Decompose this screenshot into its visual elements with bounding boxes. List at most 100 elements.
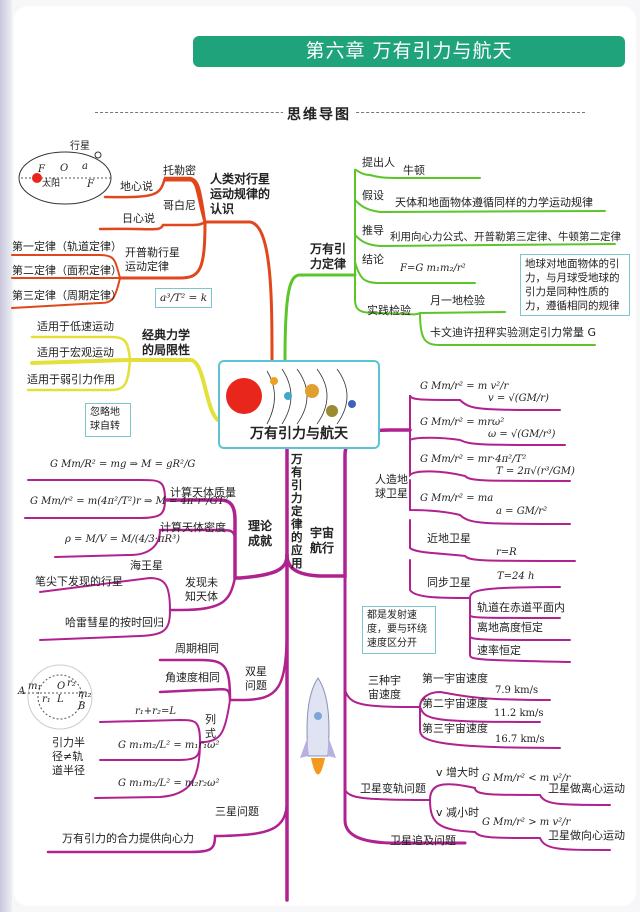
application-title: 万有引力定律的应用 <box>291 452 303 570</box>
geostationary-label: 同步卫星 <box>427 576 471 589</box>
copernicus-label: 哥白尼 <box>163 199 196 212</box>
history-title: 人类对行星运动规律的认识 <box>210 172 271 216</box>
theory-title: 理论成就 <box>248 519 273 548</box>
ignore-rotation-note: 忽略地球自转 <box>85 403 131 437</box>
conclusion-label: 结论 <box>362 253 384 266</box>
solar-system-icon <box>226 368 356 425</box>
sun-icon <box>32 173 42 183</box>
satellite-equation: G Mm/r² = m v²/r <box>420 381 509 392</box>
diagram-label: r₂ <box>67 678 76 689</box>
radius-note: 引力半径≠轨道半径 <box>52 736 85 777</box>
triple-desc: 万有引力的合力提供向心力 <box>62 832 194 845</box>
hypothesis-value: 天体和地面物体遵循同样的力学运动规律 <box>395 196 593 209</box>
planet-icon <box>94 151 102 159</box>
law-note: 地球对地面物体的引力，与月球受地球的引力是同种性质的力，遵循相同的规律 <box>520 254 630 316</box>
cosmic-velocity-name: 第三宇宙速度 <box>422 722 488 735</box>
sun-label: 太阳 <box>42 179 61 189</box>
satellite-equation: G Mm/r² = ma <box>420 493 494 504</box>
central-topic: 万有引力与航天 <box>218 360 380 449</box>
diagram-label: m₁ <box>28 681 42 692</box>
cosmic-velocity-name: 第一宇宙速度 <box>422 672 488 685</box>
chase-label: 卫星追及问题 <box>390 834 456 847</box>
radius-sum-formula: r₁+r₂=L <box>135 706 176 717</box>
verification-item: 月一地检验 <box>430 294 485 307</box>
law-title: 万有引力定律 <box>310 242 347 271</box>
near-earth-label: 近地卫星 <box>427 532 471 545</box>
limits-branch <box>26 335 220 422</box>
satellite-equation: G Mm/r² = mrω² <box>420 417 505 428</box>
orbit-decrease-result: 卫星做向心运动 <box>548 829 625 842</box>
verification-item: 卡文迪许扭秤实验测定引力常量 G <box>430 326 597 339</box>
satellite-equation: G Mm/r² = mr·4π²/T² <box>420 454 527 465</box>
planet-label: 行星 <box>70 141 90 152</box>
diagram-label: B <box>78 701 86 712</box>
binary-item: 周期相同 <box>175 642 219 655</box>
limits-item: 适用于弱引力作用 <box>27 373 115 386</box>
binary-equation-1: G m₁m₂/L² = m₁r₁ω² <box>118 740 220 751</box>
halley-label: 哈雷彗星的按时回归 <box>65 616 164 629</box>
density-formula: ρ = M/V = M/(4/3·πR³) <box>65 534 180 545</box>
density-label: 计算天体密度 <box>160 521 226 534</box>
limits-title: 经典力学的局限性 <box>142 328 191 357</box>
satellite-result: ω = √(GM/r³) <box>488 429 556 440</box>
chapter-title: 第六章 万有引力与航天 <box>193 36 625 67</box>
limits-item: 适用于宏观运动 <box>37 346 114 359</box>
cosmic-velocity-name: 第二宇宙速度 <box>422 697 488 710</box>
binary-item: 角速度相同 <box>165 671 220 684</box>
orbit-increase-label: v 增大时 <box>436 766 480 779</box>
triple-label: 三星问题 <box>215 805 259 818</box>
proposer-value: 牛顿 <box>403 164 425 177</box>
ptolemy-label: 托勒密 <box>163 164 196 177</box>
rocket-icon <box>300 677 336 775</box>
diagram-label: m₂ <box>78 689 92 700</box>
focus-label-2: F <box>87 179 94 190</box>
binary-equation-2: G m₁m₂/L² = m₂r₂ω² <box>118 778 220 789</box>
geocentric-label: 地心说 <box>120 180 153 193</box>
discovery-label: 发现未知天体 <box>185 576 218 603</box>
mass-formula-1: G Mm/R² = mg ⇒ M = gR²/G <box>50 459 196 470</box>
history-branch <box>11 176 274 362</box>
cosmic-velocity-value: 16.7 km/s <box>495 734 545 745</box>
focus-label: F <box>38 164 45 175</box>
orbit-ellipse-diagram <box>18 151 112 205</box>
geo-item: 速率恒定 <box>477 644 521 657</box>
cosmic-velocity-value: 11.2 km/s <box>494 708 544 719</box>
hypothesis-label: 假设 <box>362 189 384 202</box>
launch-velocity-note: 都是发射速度，要与环绕速度区分开 <box>362 606 436 654</box>
diagram-label: O <box>57 681 66 692</box>
geo-item: T=24 h <box>497 571 535 582</box>
satellite-label: 人造地球卫星 <box>375 473 408 500</box>
law-branch <box>283 168 616 362</box>
central-topic-title: 万有引力与航天 <box>250 426 348 442</box>
cosmic-velocity-label: 三种宇宙速度 <box>368 674 401 701</box>
page-edge <box>0 0 12 912</box>
application-branch <box>24 394 611 902</box>
orbit-change-label: 卫星变轨问题 <box>360 782 426 795</box>
orbit-increase-eq: G Mm/r² < m v²/r <box>482 773 571 784</box>
kepler-law-1: 第一定律（轨道定律） <box>12 240 122 253</box>
semi-axis-label: a <box>82 161 88 172</box>
verification-label: 实践检验 <box>367 304 411 317</box>
diagram-label: A <box>18 686 26 697</box>
geo-item: 离地高度恒定 <box>477 621 543 634</box>
heliocentric-label: 日心说 <box>122 212 155 225</box>
center-label: O <box>60 163 69 174</box>
diagram-label: L <box>57 694 64 705</box>
section-title: 思维导图 <box>283 104 355 124</box>
orbit-decrease-eq: G Mm/r² > m v²/r <box>482 817 571 828</box>
neptune-desc: 笔尖下发现的行星 <box>35 575 123 588</box>
orbit-increase-result: 卫星做离心运动 <box>548 782 625 795</box>
kepler-law-2: 第二定律（面积定律） <box>12 264 122 277</box>
cosmic-velocity-value: 7.9 km/s <box>495 685 539 696</box>
third-law-formula: a³/T² = k <box>155 288 213 308</box>
satellite-result: v = √(GM/r) <box>488 393 549 404</box>
binary-star-diagram <box>20 664 93 730</box>
satellite-result: a = GM/r² <box>496 506 548 517</box>
mass-label: 计算天体质量 <box>170 486 236 499</box>
neptune-label: 海王星 <box>130 559 163 572</box>
diagram-label: r₁ <box>42 694 51 705</box>
near-earth-value: r=R <box>496 547 517 558</box>
orbit-decrease-label: v 减小时 <box>436 806 480 819</box>
mass-formula-2: G Mm/r² = m(4π²/T²)r ⇒ M = 4π²r³/GT² <box>30 496 229 507</box>
